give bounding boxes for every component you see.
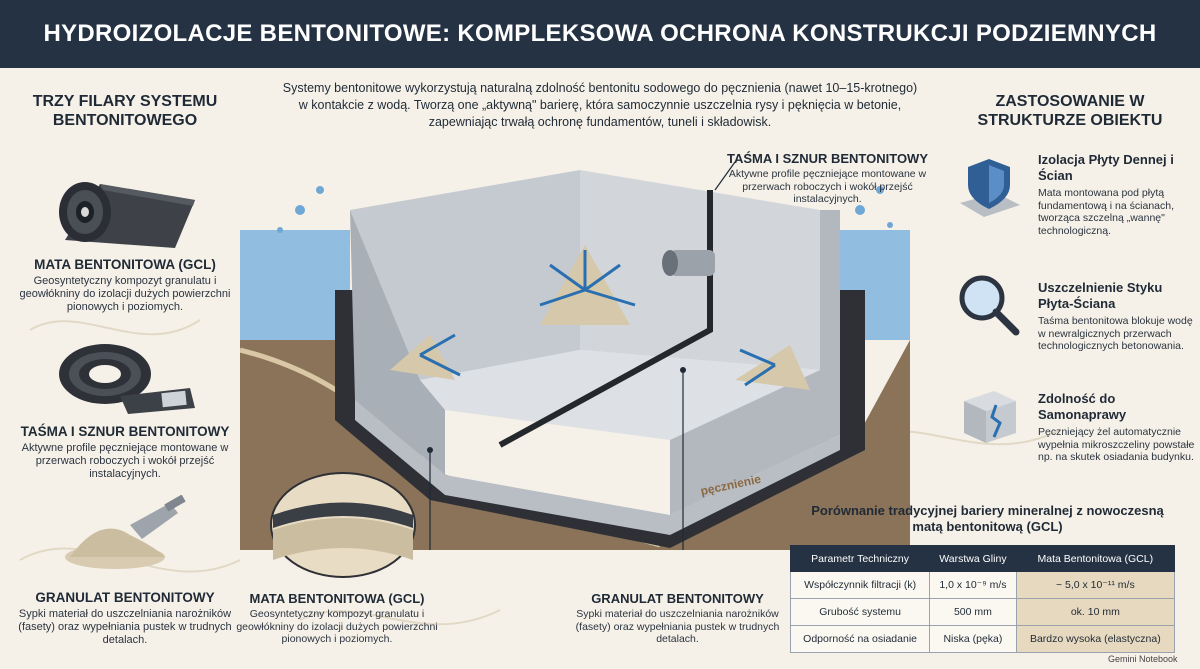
table-cell: 500 mm bbox=[929, 598, 1017, 626]
application-base-slab: Izolacja Płyty Dennej i Ścian Mata monto… bbox=[1038, 152, 1198, 237]
shield-icon bbox=[960, 159, 1020, 217]
foundation-cross-section-diagram bbox=[240, 161, 910, 550]
comparison-header-gcl: Mata Bentonitowa (GCL) bbox=[1015, 545, 1176, 572]
application-slab-wall-joint-desc: Taśma bentonitowa blokuje wodę w newralg… bbox=[1038, 315, 1193, 352]
application-base-slab-title: Izolacja Płyty Dennej i Ścian bbox=[1038, 152, 1174, 183]
table-row: Współczynnik filtracji (k) 1,0 x 10⁻⁹ m/… bbox=[789, 571, 1176, 599]
table-cell: Niska (pęka) bbox=[929, 625, 1017, 653]
header-bar: HYDROIZOLACJE BENTONITOWE: KOMPLEKSOWA O… bbox=[0, 0, 1200, 68]
application-self-healing: Zdolność do Samonaprawy Pęczniejący żel … bbox=[1038, 391, 1198, 464]
table-cell: ~ 5,0 x 10⁻¹¹ m/s bbox=[1015, 571, 1176, 599]
table-cell: Współczynnik filtracji (k) bbox=[789, 571, 931, 599]
comparison-header-clay: Warstwa Gliny bbox=[929, 545, 1017, 572]
application-base-slab-desc: Mata montowana pod płytą fundamentową i … bbox=[1038, 187, 1175, 237]
table-cell: Grubość systemu bbox=[789, 598, 931, 626]
comparison-header-row: Parametr Techniczny Warstwa Gliny Mata B… bbox=[789, 545, 1176, 572]
callout-mat-desc: Geosyntetyczny kompozyt granulatu i geow… bbox=[236, 608, 438, 645]
intro-text: Systemy bentonitowe wykorzystują natural… bbox=[282, 81, 918, 129]
right-panel-title: ZASTOSOWANIE W STRUKTURZE OBIEKTU bbox=[977, 93, 1163, 129]
table-cell: Bardzo wysoka (elastyczna) bbox=[1015, 625, 1176, 653]
tape-roll-icon bbox=[59, 344, 195, 414]
comparison-title: Porównanie tradycyjnej bariery mineralne… bbox=[811, 503, 1164, 534]
table-row: Grubość systemu 500 mm ok. 10 mm bbox=[789, 598, 1176, 626]
callout-tape-title: TAŚMA I SZNUR BENTONITOWY bbox=[726, 151, 929, 166]
table-cell: Odporność na osiadanie bbox=[789, 625, 931, 653]
left-panel-title: TRZY FILARY SYSTEMU BENTONITOWEGO bbox=[32, 93, 218, 129]
callout-granulate-desc: Sypki materiał do uszczelniania narożnik… bbox=[575, 608, 780, 645]
granulate-scoop-icon bbox=[65, 495, 186, 569]
application-slab-wall-joint-title: Uszczelnienie Styku Płyta-Ściana bbox=[1038, 280, 1163, 311]
cracked-block-icon bbox=[964, 391, 1016, 443]
application-slab-wall-joint: Uszczelnienie Styku Płyta-Ściana Taśma b… bbox=[1038, 280, 1198, 353]
table-cell: 1,0 x 10⁻⁹ m/s bbox=[929, 571, 1017, 599]
callout-granulate: GRANULAT BENTONITOWY Sypki materiał do u… bbox=[570, 591, 785, 646]
comparison-table: Parametr Techniczny Warstwa Gliny Mata B… bbox=[789, 545, 1176, 653]
pillar-mat: MATA BENTONITOWA (GCL) Geosyntetyczny ko… bbox=[10, 257, 240, 314]
callout-mat: MATA BENTONITOWA (GCL) Geosyntetyczny ko… bbox=[222, 591, 452, 646]
pillar-granulate-desc: Sypki materiał do uszczelniania narożnik… bbox=[18, 608, 232, 646]
table-row: Odporność na osiadanie Niska (pęka) Bard… bbox=[789, 625, 1176, 653]
pillar-tape-title: TAŚMA I SZNUR BENTONITOWY bbox=[20, 424, 230, 439]
pillar-granulate: GRANULAT BENTONITOWY Sypki materiał do u… bbox=[10, 590, 240, 647]
page-title: HYDROIZOLACJE BENTONITOWE: KOMPLEKSOWA O… bbox=[43, 20, 1157, 47]
footer-brand: Gemini Notebook bbox=[1108, 654, 1178, 664]
callout-granulate-title: GRANULAT BENTONITOWY bbox=[591, 591, 764, 606]
pillar-mat-title: MATA BENTONITOWA (GCL) bbox=[34, 257, 216, 272]
application-self-healing-title: Zdolność do Samonaprawy bbox=[1038, 391, 1127, 422]
gcl-layer-detail-icon bbox=[270, 472, 416, 578]
magnifier-icon bbox=[959, 275, 1020, 336]
application-self-healing-desc: Pęczniejący żel automatycznie wypełnia m… bbox=[1038, 426, 1195, 463]
pillar-granulate-title: GRANULAT BENTONITOWY bbox=[35, 590, 215, 605]
callout-mat-title: MATA BENTONITOWA (GCL) bbox=[249, 591, 425, 606]
mat-roll-icon bbox=[59, 182, 195, 248]
pillar-tape: TAŚMA I SZNUR BENTONITOWY Aktywne profil… bbox=[10, 424, 240, 481]
callout-tape: TAŚMA I SZNUR BENTONITOWY Aktywne profil… bbox=[720, 151, 935, 206]
pillar-mat-desc: Geosyntetyczny kompozyt granulatu i geow… bbox=[19, 275, 231, 313]
table-cell: ok. 10 mm bbox=[1015, 598, 1176, 626]
comparison-header-parameter: Parametr Techniczny bbox=[789, 545, 931, 572]
pillar-tape-desc: Aktywne profile pęczniejące montowane w … bbox=[21, 442, 229, 480]
callout-tape-desc: Aktywne profile pęczniejące montowane w … bbox=[728, 168, 927, 205]
